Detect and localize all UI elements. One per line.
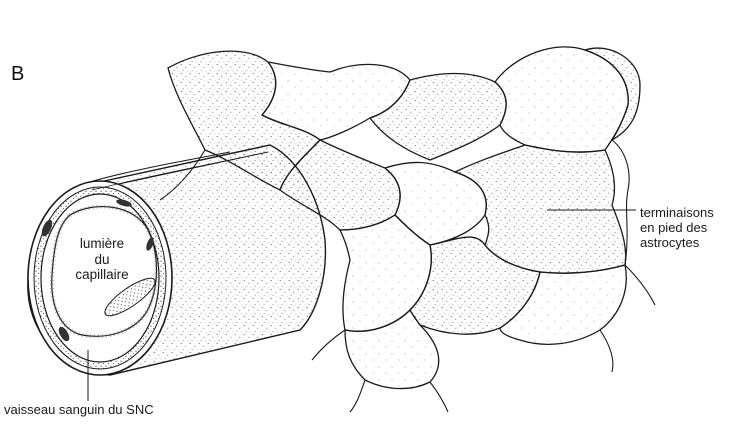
astrocyte-endfeet-label: terminaisons en pied des astrocytes (640, 205, 714, 250)
lumen-label-line: lumière (52, 236, 152, 252)
astrocyte-label-line: terminaisons (640, 205, 714, 220)
vessel-label: vaisseau sanguin du SNC (4, 403, 154, 417)
astrocyte-label-line: en pied des (640, 220, 714, 235)
lumen-label: lumière du capillaire (52, 236, 152, 283)
astrocyte-label-line: astrocytes (640, 235, 714, 250)
lumen-label-line: du (52, 252, 152, 268)
lumen-label-line: capillaire (52, 267, 152, 283)
panel-letter: B (11, 64, 24, 84)
